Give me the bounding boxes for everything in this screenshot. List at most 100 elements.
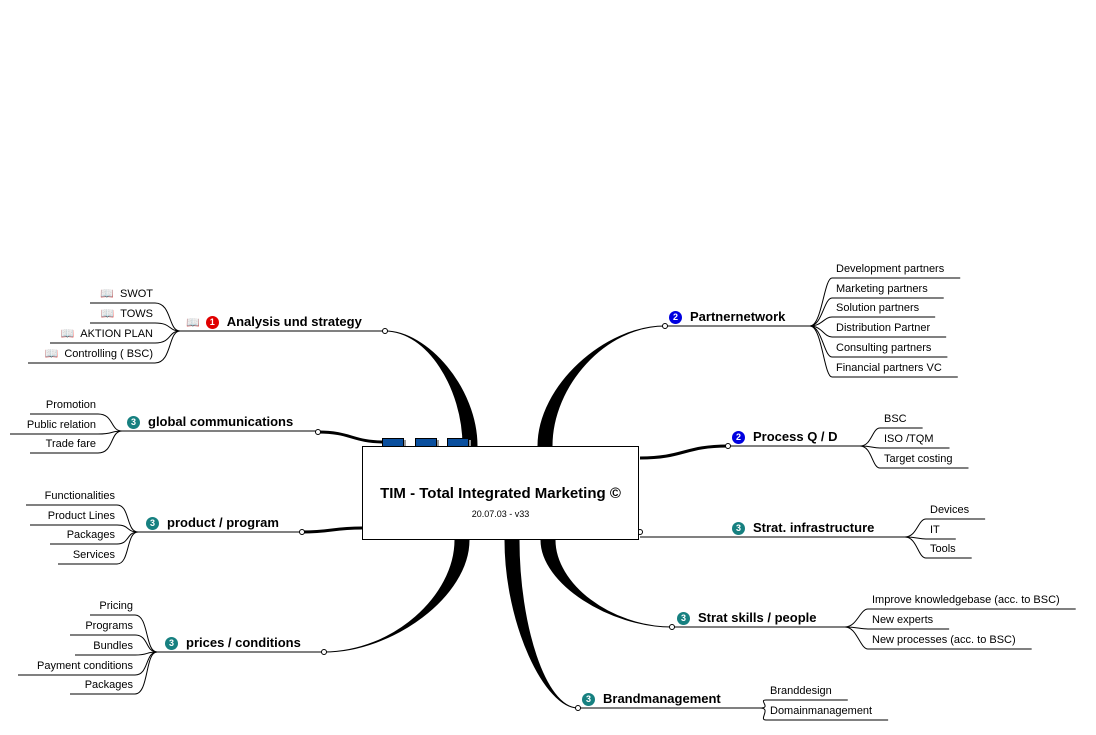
subtopic-label: Packages (84, 679, 133, 691)
subtopic[interactable]: Payment conditions (37, 660, 133, 673)
subtopic-connector (844, 626, 869, 650)
subtopic-connector (844, 608, 869, 628)
subtopic-connector (154, 330, 181, 364)
subtopic-connector (134, 614, 158, 653)
subtopic-label: Controlling ( BSC) (64, 348, 153, 360)
subtopic[interactable]: Devices (930, 504, 969, 517)
subtopic-connector (904, 518, 927, 538)
branch-node-handle[interactable] (315, 429, 321, 435)
subtopic-label: Devices (930, 504, 970, 516)
subtopic-connector (859, 427, 881, 447)
subtopic[interactable]: Distribution Partner (836, 322, 930, 335)
branch-label: product / program (167, 515, 279, 530)
subtopic[interactable]: Promotion (46, 399, 96, 412)
branch-connector (317, 430, 386, 444)
subtopic[interactable]: Solution partners (836, 302, 919, 315)
branch-connector (540, 539, 673, 628)
branch-label: Partnernetwork (690, 309, 786, 324)
subtopic-connector (97, 413, 123, 432)
branch-node-handle[interactable] (321, 649, 327, 655)
subtopic-label: BSC (884, 413, 907, 425)
subtopic-label: Packages (66, 529, 115, 541)
subtopic-label: Functionalities (44, 490, 115, 502)
subtopic-label: Improve knowledgebase (acc. to BSC) (872, 594, 1060, 606)
subtopic-label: Development partners (836, 263, 945, 275)
branch-label: Strat. infrastructure (753, 520, 875, 535)
subtopic[interactable]: BSC (884, 413, 907, 426)
subtopic[interactable]: Branddesign (770, 685, 832, 698)
branch-node-handle[interactable] (662, 323, 668, 329)
priority-3-icon: 3 (677, 612, 690, 625)
subtopic-connector (154, 302, 181, 332)
subtopic-connector (116, 504, 139, 533)
branch-label: Process Q / D (753, 429, 838, 444)
subtopic[interactable]: ISO /TQM (884, 433, 934, 446)
branch-connector (323, 539, 470, 653)
subtopic-label: New processes (acc. to BSC) (872, 634, 1016, 646)
subtopic-connector (134, 651, 158, 676)
subtopic-label: Domainmanagement (770, 705, 873, 717)
branch-node-handle[interactable] (575, 705, 581, 711)
priority-3-icon: 3 (732, 522, 745, 535)
subtopic[interactable]: 📖SWOT (100, 288, 153, 301)
subtopic[interactable]: Tools (930, 543, 956, 556)
subtopic-connector (809, 316, 833, 327)
subtopic[interactable]: 📖TOWS (101, 308, 154, 321)
branch-node-handle[interactable] (382, 328, 388, 334)
subtopic[interactable]: Trade fare (46, 438, 96, 451)
subtopic[interactable]: Functionalities (45, 490, 115, 503)
subtopic[interactable]: Financial partners VC (836, 362, 942, 375)
subtopic[interactable]: Programs (85, 620, 133, 633)
subtopic[interactable]: Improve knowledgebase (acc. to BSC) (872, 594, 1060, 607)
central-topic[interactable]: TIM - Total Integrated Marketing © 20.07… (362, 446, 639, 540)
book-icon: 📖 (186, 317, 200, 329)
subtopic[interactable]: New experts (872, 614, 933, 627)
subtopic[interactable]: Domainmanagement (770, 705, 872, 718)
subtopic[interactable]: Target costing (884, 453, 952, 466)
subtopic-label: IT (930, 524, 940, 536)
subtopic[interactable]: 📖 Controlling ( BSC) (45, 348, 153, 361)
subtopic[interactable]: IT (930, 524, 940, 537)
subtopic-connector (116, 531, 139, 565)
subtopic[interactable]: Product Lines (48, 510, 115, 523)
central-topic-subtitle: 20.07.03 - v33 (471, 509, 530, 519)
subtopic[interactable]: Public relation (27, 419, 96, 432)
branch-topic[interactable]: 3 Strat. infrastructure (732, 520, 874, 535)
priority-2-icon: 2 (669, 311, 682, 324)
subtopic-label: AKTION PLAN (80, 328, 153, 340)
branch-node-handle[interactable] (299, 529, 305, 535)
subtopic[interactable]: 📖 AKTION PLAN (61, 328, 153, 341)
subtopic-label: Bundles (93, 640, 133, 652)
subtopic[interactable]: Packages (67, 529, 115, 542)
subtopic-connector (859, 445, 881, 469)
priority-3-icon: 3 (165, 637, 178, 650)
branch-topic[interactable]: 3 Strat skills / people (677, 610, 817, 625)
subtopic[interactable]: New processes (acc. to BSC) (872, 634, 1016, 647)
branch-connector (537, 325, 666, 447)
subtopic[interactable]: Packages (85, 679, 133, 692)
subtopic[interactable]: Development partners (836, 263, 944, 276)
book-icon: 📖 (44, 348, 59, 360)
branch-label: Strat skills / people (698, 610, 817, 625)
subtopic[interactable]: Marketing partners (836, 283, 928, 296)
subtopic[interactable]: Services (73, 549, 115, 562)
priority-3-icon: 3 (582, 693, 595, 706)
branch-topic[interactable]: 2 Partnernetwork (669, 309, 785, 324)
book-icon: 📖 (60, 328, 75, 340)
subtopic-label: TOWS (120, 308, 153, 320)
branch-connector (639, 444, 729, 460)
branch-node-handle[interactable] (725, 443, 731, 449)
subtopic[interactable]: Bundles (93, 640, 133, 653)
subtopic[interactable]: Consulting partners (836, 342, 931, 355)
subtopic-connector (809, 325, 833, 378)
branch-node-handle[interactable] (669, 624, 675, 630)
subtopic-label: Payment conditions (37, 660, 133, 672)
subtopic[interactable]: Pricing (99, 600, 133, 613)
